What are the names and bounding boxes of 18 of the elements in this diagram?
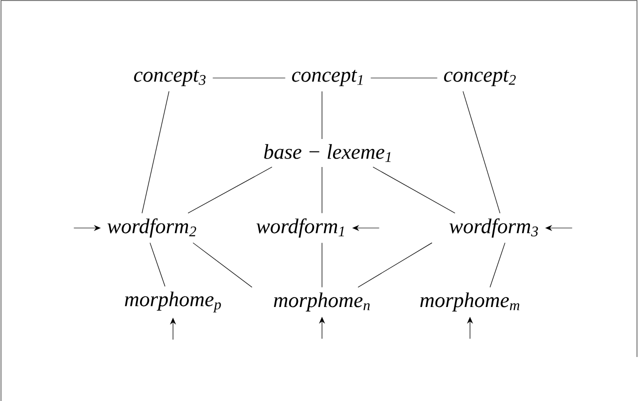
term-label: base − lexeme$_{1}$ (264, 144, 391, 162)
term-label: morphome$_{p}$ (124, 292, 221, 312)
term-label: concept$_{2}$ (444, 70, 516, 86)
term-label: morphome$_{n}$ (274, 292, 370, 312)
connector-line (142, 91, 170, 214)
connector-line (150, 242, 166, 287)
term-label: morphome$_{m}$ (420, 292, 520, 312)
connector-line (372, 166, 456, 214)
term-label: wordform$_{1}$ (256, 218, 344, 238)
connector-line (358, 242, 432, 288)
term-label: wordform$_{3}$ (450, 218, 538, 238)
connector-line (462, 91, 500, 214)
term-label: wordform$_{2}$ (108, 218, 196, 238)
connector-line (490, 242, 506, 288)
term-label: concept$_{1}$ (292, 70, 362, 86)
term-label: concept$_{3}$ (134, 70, 206, 86)
connector-line (192, 242, 252, 288)
connector-line (188, 166, 272, 214)
